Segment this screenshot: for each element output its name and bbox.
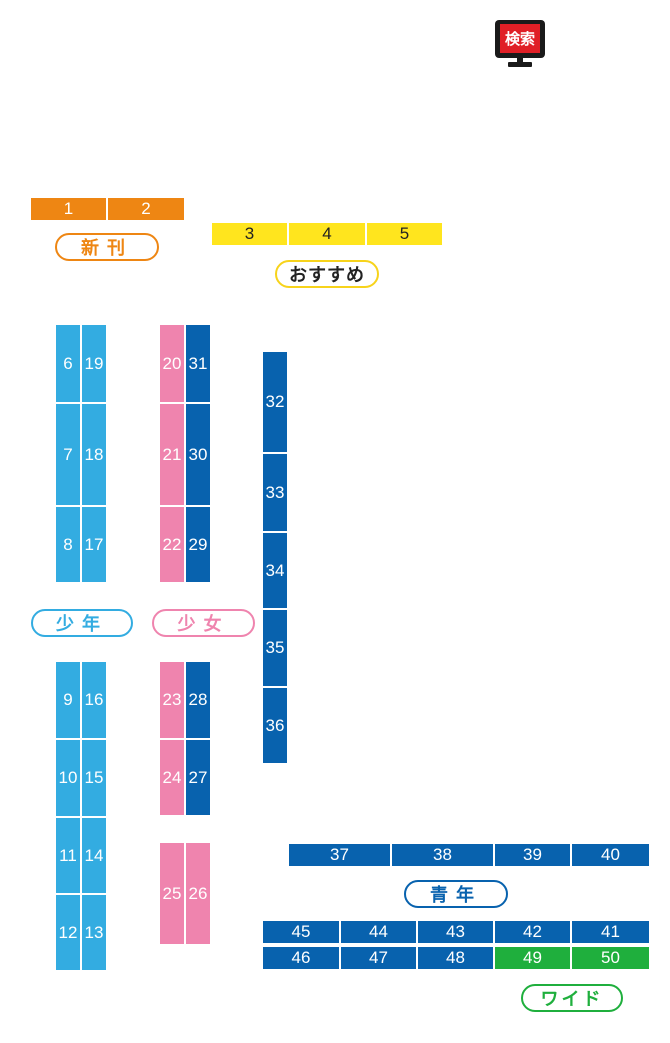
shelf-14[interactable]: 14 bbox=[82, 818, 106, 893]
shelf-18[interactable]: 18 bbox=[82, 404, 106, 505]
shelf-8[interactable]: 8 bbox=[56, 507, 80, 582]
shelf-43[interactable]: 43 bbox=[418, 921, 493, 943]
shelf-19[interactable]: 19 bbox=[82, 325, 106, 402]
shelf-30[interactable]: 30 bbox=[186, 404, 210, 505]
shelf-48[interactable]: 48 bbox=[418, 947, 493, 969]
shelf-26[interactable]: 26 bbox=[186, 843, 210, 944]
shelf-28[interactable]: 28 bbox=[186, 662, 210, 738]
shelf-47[interactable]: 47 bbox=[341, 947, 416, 969]
shelf-39[interactable]: 39 bbox=[495, 844, 570, 866]
label-seinen: 青年 bbox=[404, 880, 508, 908]
shelf-44[interactable]: 44 bbox=[341, 921, 416, 943]
search-label: 検索 bbox=[504, 31, 535, 48]
shelf-7[interactable]: 7 bbox=[56, 404, 80, 505]
shelf-4[interactable]: 4 bbox=[289, 223, 365, 245]
shelf-5[interactable]: 5 bbox=[367, 223, 442, 245]
shelf-20[interactable]: 20 bbox=[160, 325, 184, 402]
search-monitor-icon[interactable]: 検索 bbox=[495, 20, 545, 68]
label-osusume: おすすめ bbox=[275, 260, 379, 288]
shelf-46[interactable]: 46 bbox=[263, 947, 339, 969]
shelf-12[interactable]: 12 bbox=[56, 895, 80, 970]
shelf-16[interactable]: 16 bbox=[82, 662, 106, 738]
shelf-25[interactable]: 25 bbox=[160, 843, 184, 944]
shelf-6[interactable]: 6 bbox=[56, 325, 80, 402]
shelf-35[interactable]: 35 bbox=[263, 610, 287, 686]
shelf-49[interactable]: 49 bbox=[495, 947, 570, 969]
shelf-15[interactable]: 15 bbox=[82, 740, 106, 816]
shelf-36[interactable]: 36 bbox=[263, 688, 287, 763]
shelf-17[interactable]: 17 bbox=[82, 507, 106, 582]
shelf-1[interactable]: 1 bbox=[31, 198, 106, 220]
label-wide: ワイド bbox=[521, 984, 623, 1012]
shelf-42[interactable]: 42 bbox=[495, 921, 570, 943]
shelf-22[interactable]: 22 bbox=[160, 507, 184, 582]
shelf-41[interactable]: 41 bbox=[572, 921, 649, 943]
shelf-13[interactable]: 13 bbox=[82, 895, 106, 970]
shelf-27[interactable]: 27 bbox=[186, 740, 210, 815]
shelf-10[interactable]: 10 bbox=[56, 740, 80, 816]
label-shinkan: 新刊 bbox=[55, 233, 159, 261]
shelf-11[interactable]: 11 bbox=[56, 818, 80, 893]
label-shojo: 少女 bbox=[152, 609, 255, 637]
shelf-9[interactable]: 9 bbox=[56, 662, 80, 738]
shelf-32[interactable]: 32 bbox=[263, 352, 287, 452]
shelf-40[interactable]: 40 bbox=[572, 844, 649, 866]
shelf-34[interactable]: 34 bbox=[263, 533, 287, 608]
shelf-23[interactable]: 23 bbox=[160, 662, 184, 738]
shelf-2[interactable]: 2 bbox=[108, 198, 184, 220]
shelf-38[interactable]: 38 bbox=[392, 844, 493, 866]
shelf-29[interactable]: 29 bbox=[186, 507, 210, 582]
shelf-45[interactable]: 45 bbox=[263, 921, 339, 943]
shelf-33[interactable]: 33 bbox=[263, 454, 287, 531]
shelf-31[interactable]: 31 bbox=[186, 325, 210, 402]
shelf-3[interactable]: 3 bbox=[212, 223, 287, 245]
shelf-21[interactable]: 21 bbox=[160, 404, 184, 505]
shelf-24[interactable]: 24 bbox=[160, 740, 184, 815]
label-shonen: 少年 bbox=[31, 609, 133, 637]
shelf-37[interactable]: 37 bbox=[289, 844, 390, 866]
shelf-50[interactable]: 50 bbox=[572, 947, 649, 969]
